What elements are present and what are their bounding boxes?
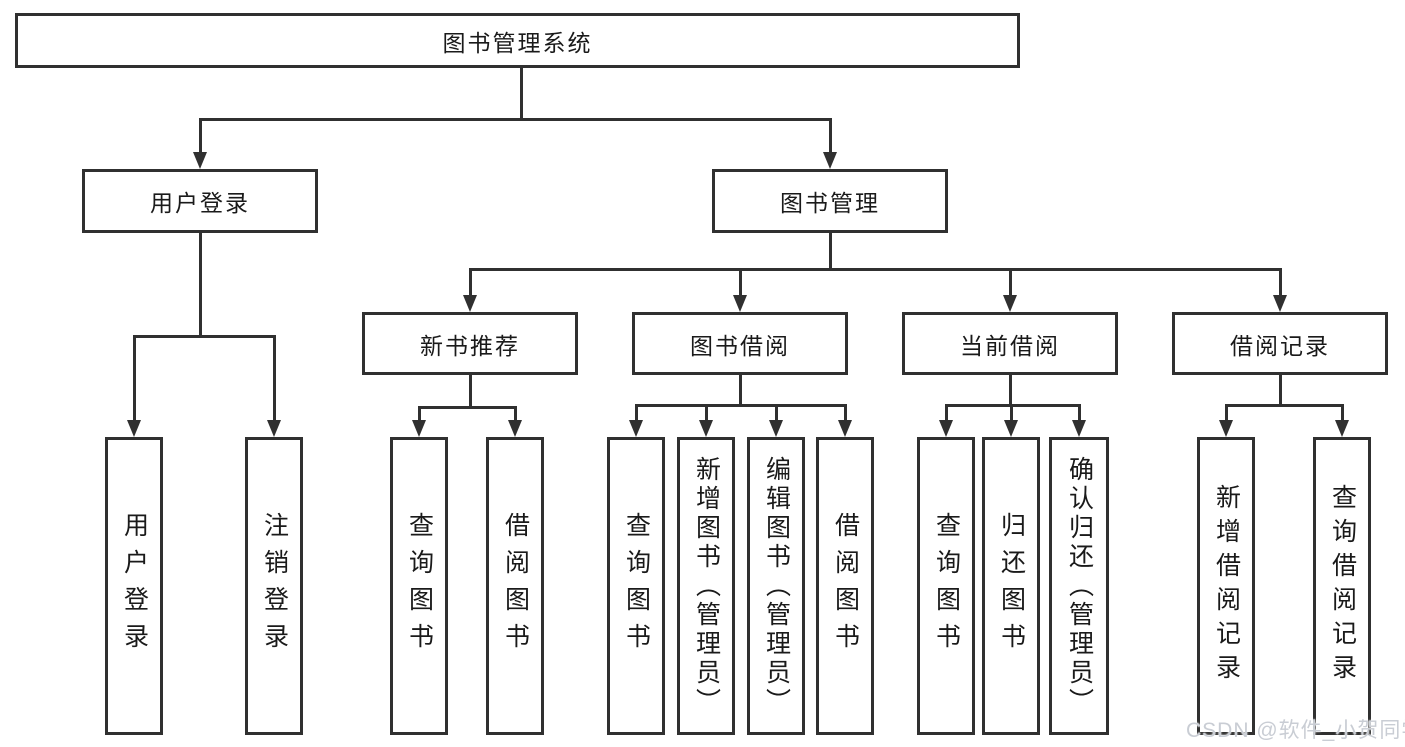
node-user-login: 用户登录 bbox=[82, 169, 318, 233]
connector-line bbox=[1009, 375, 1012, 406]
leaf-rec-borrow-books: 借阅图书 bbox=[486, 437, 544, 735]
arrowhead-down-icon bbox=[939, 420, 953, 437]
connector-line bbox=[418, 406, 421, 422]
node-label: 当前借阅 bbox=[960, 332, 1060, 359]
connector-line bbox=[199, 233, 202, 337]
node-label: 用户登录 bbox=[150, 190, 250, 216]
arrowhead-down-icon bbox=[823, 152, 837, 169]
connector-line bbox=[829, 118, 832, 154]
connector-line bbox=[1010, 404, 1013, 422]
leaf-rcd-add-record: 新增借阅记录 bbox=[1197, 437, 1255, 735]
connector-line bbox=[133, 335, 136, 422]
leaf-label: 查询图书 bbox=[622, 512, 651, 660]
leaf-label: 查询图书 bbox=[932, 512, 961, 660]
arrowhead-down-icon bbox=[838, 420, 852, 437]
node-label: 新书推荐 bbox=[420, 332, 520, 359]
connector-line bbox=[739, 375, 742, 406]
leaf-user-login: 用户登录 bbox=[105, 437, 163, 735]
connector-line bbox=[739, 268, 742, 297]
arrowhead-down-icon bbox=[1219, 420, 1233, 437]
connector-line bbox=[199, 118, 202, 154]
arrowhead-down-icon bbox=[463, 295, 477, 312]
connector-line bbox=[1279, 375, 1282, 406]
connector-line bbox=[1279, 268, 1282, 297]
arrowhead-down-icon bbox=[699, 420, 713, 437]
node-book-management: 图书管理 bbox=[712, 169, 948, 233]
arrowhead-down-icon bbox=[508, 420, 522, 437]
connector-line bbox=[945, 404, 948, 422]
arrowhead-down-icon bbox=[267, 420, 281, 437]
arrowhead-down-icon bbox=[1003, 295, 1017, 312]
arrowhead-down-icon bbox=[412, 420, 426, 437]
leaf-label: 查询图书 bbox=[405, 512, 434, 660]
connector-line bbox=[514, 406, 517, 422]
leaf-label: 借阅图书 bbox=[831, 512, 860, 660]
leaf-bor-edit-books-admin: 编辑图书（管理员） bbox=[747, 437, 805, 735]
leaf-label: 新增图书（管理员） bbox=[692, 455, 721, 717]
node-label: 图书借阅 bbox=[690, 332, 790, 359]
connector-line bbox=[133, 335, 275, 338]
leaf-cur-return-books: 归还图书 bbox=[982, 437, 1040, 735]
leaf-bor-add-books-admin: 新增图书（管理员） bbox=[677, 437, 735, 735]
connector-line bbox=[1341, 404, 1344, 422]
csdn-watermark: CSDN @软件_小贺同学 bbox=[1186, 719, 1405, 742]
node-new-book-recommend: 新书推荐 bbox=[362, 312, 578, 375]
leaf-label: 编辑图书（管理员） bbox=[762, 455, 791, 717]
arrowhead-down-icon bbox=[193, 152, 207, 169]
leaf-label: 归还图书 bbox=[997, 512, 1026, 660]
arrowhead-down-icon bbox=[1072, 420, 1086, 437]
leaf-bor-borrow-books: 借阅图书 bbox=[816, 437, 874, 735]
connector-line bbox=[199, 118, 832, 121]
connector-line bbox=[1078, 404, 1081, 422]
node-label: 图书管理 bbox=[780, 190, 880, 216]
arrowhead-down-icon bbox=[629, 420, 643, 437]
leaf-label: 查询借阅记录 bbox=[1328, 484, 1357, 688]
connector-line bbox=[829, 233, 832, 270]
leaf-label: 注销登录 bbox=[260, 512, 289, 660]
arrowhead-down-icon bbox=[127, 420, 141, 437]
arrowhead-down-icon bbox=[733, 295, 747, 312]
arrowhead-down-icon bbox=[769, 420, 783, 437]
connector-line bbox=[520, 68, 523, 119]
node-label: 图书管理系统 bbox=[442, 29, 593, 56]
node-borrow-record: 借阅记录 bbox=[1172, 312, 1388, 375]
connector-line bbox=[469, 268, 1282, 271]
leaf-rec-query-books: 查询图书 bbox=[390, 437, 448, 735]
node-root-system: 图书管理系统 bbox=[15, 13, 1020, 68]
connector-line bbox=[1225, 404, 1344, 407]
connector-line bbox=[1225, 404, 1228, 422]
node-label: 借阅记录 bbox=[1230, 332, 1330, 359]
node-current-borrow: 当前借阅 bbox=[902, 312, 1118, 375]
connector-line bbox=[469, 268, 472, 297]
arrowhead-down-icon bbox=[1273, 295, 1287, 312]
connector-line bbox=[469, 375, 472, 408]
arrowhead-down-icon bbox=[1335, 420, 1349, 437]
leaf-logout: 注销登录 bbox=[245, 437, 303, 735]
leaf-label: 确认归还（管理员） bbox=[1065, 455, 1094, 717]
connector-line bbox=[418, 406, 517, 409]
connector-line bbox=[844, 404, 847, 422]
leaf-cur-confirm-return-admin: 确认归还（管理员） bbox=[1049, 437, 1109, 735]
connector-line bbox=[775, 404, 778, 422]
leaf-bor-query-books: 查询图书 bbox=[607, 437, 665, 735]
node-book-borrow: 图书借阅 bbox=[632, 312, 848, 375]
leaf-label: 借阅图书 bbox=[501, 512, 530, 660]
connector-line bbox=[635, 404, 638, 422]
leaf-rcd-query-record: 查询借阅记录 bbox=[1313, 437, 1371, 735]
leaf-label: 用户登录 bbox=[120, 512, 149, 660]
leaf-label: 新增借阅记录 bbox=[1212, 484, 1241, 688]
connector-line bbox=[705, 404, 708, 422]
arrowhead-down-icon bbox=[1004, 420, 1018, 437]
connector-line bbox=[273, 335, 276, 422]
connector-line bbox=[635, 404, 847, 407]
leaf-cur-query-books: 查询图书 bbox=[917, 437, 975, 735]
connector-line bbox=[1009, 268, 1012, 297]
